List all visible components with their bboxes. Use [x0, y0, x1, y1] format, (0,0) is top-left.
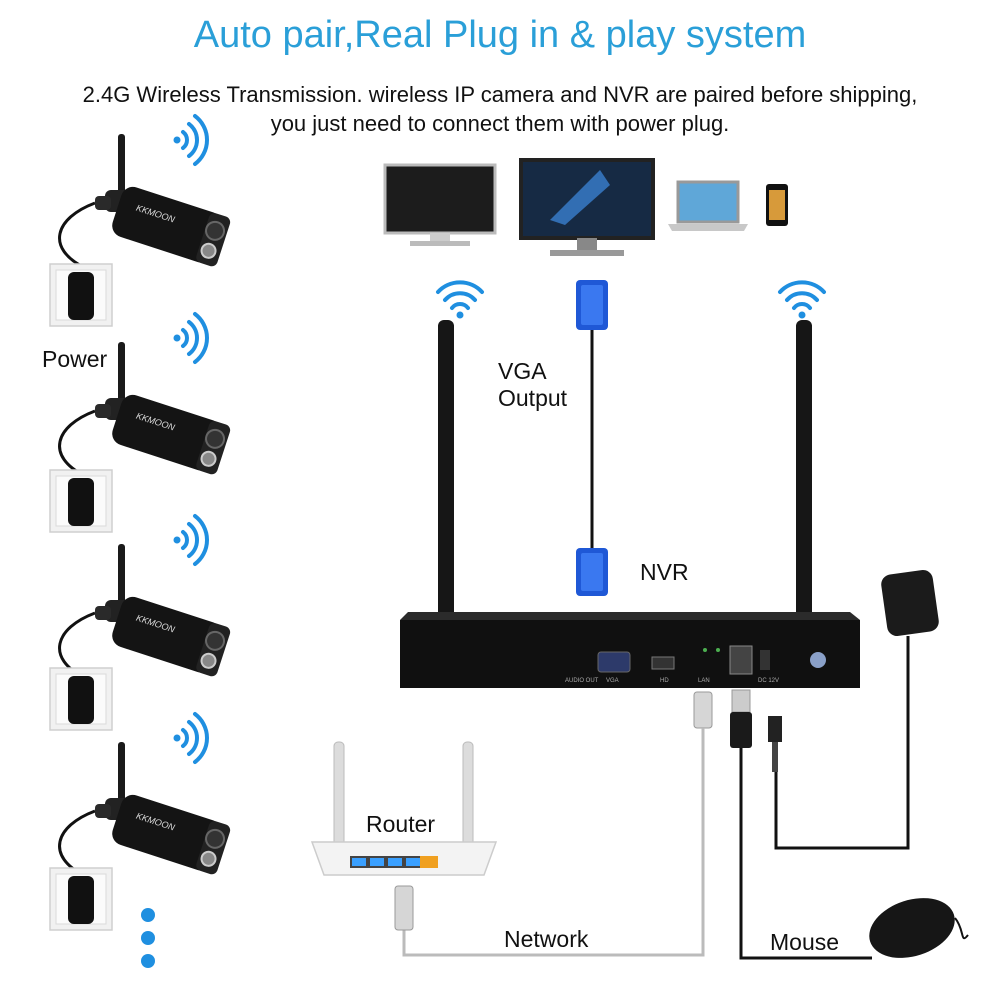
wifi-icon — [778, 280, 826, 321]
camera-icon — [58, 542, 234, 680]
port-label-dc: DC 12V — [758, 678, 779, 684]
nvr-device: AUDIO OUT VGA HD LAN DC 12V — [400, 612, 860, 688]
camera-4-group — [49, 712, 234, 931]
wifi-icon — [171, 312, 209, 364]
large-monitor-icon — [519, 158, 655, 256]
phone-icon — [766, 184, 788, 226]
camera-3-group — [49, 514, 234, 731]
page-title: Auto pair,Real Plug in & play system — [193, 14, 807, 56]
subtitle-line-2: you just need to connect them with power… — [270, 111, 730, 136]
power-label: Power — [42, 346, 108, 372]
router-icon — [310, 741, 498, 876]
monitor-icon — [383, 163, 497, 246]
vga-output-label-line-2: Output — [498, 385, 568, 411]
power-socket-icon — [49, 469, 113, 533]
ellipsis-dots-icon — [141, 908, 155, 968]
wifi-icon — [436, 280, 484, 321]
vga-output-label-line-1: VGA — [498, 358, 547, 384]
wifi-icon — [171, 114, 209, 166]
network-cable — [394, 691, 713, 957]
router-label: Router — [366, 811, 436, 837]
nvr-antenna-left — [438, 320, 454, 640]
port-label-audio-out: AUDIO OUT — [565, 678, 599, 684]
vga-cable — [576, 280, 608, 596]
wifi-icon — [171, 712, 209, 764]
camera-1-group — [49, 114, 234, 327]
nvr-antenna-right — [796, 320, 812, 640]
port-label-hd: HD — [660, 678, 669, 684]
nvr-label: NVR — [640, 559, 689, 585]
power-socket-icon — [49, 667, 113, 731]
subtitle-line-1: 2.4G Wireless Transmission. wireless IP … — [82, 82, 918, 107]
usb-mouse-cable — [730, 689, 872, 960]
mouse-icon — [869, 898, 969, 958]
page-subtitle: 2.4G Wireless Transmission. wireless IP … — [40, 80, 960, 138]
mouse-label: Mouse — [770, 929, 840, 955]
power-socket-icon — [49, 263, 113, 327]
port-label-lan: LAN — [698, 678, 710, 684]
camera-icon — [58, 740, 234, 878]
network-label: Network — [504, 926, 589, 952]
wifi-icon — [171, 514, 209, 566]
power-socket-icon — [49, 867, 113, 931]
power-adapter-icon — [768, 569, 939, 850]
laptop-icon — [668, 180, 748, 231]
port-label-vga: VGA — [606, 678, 619, 684]
